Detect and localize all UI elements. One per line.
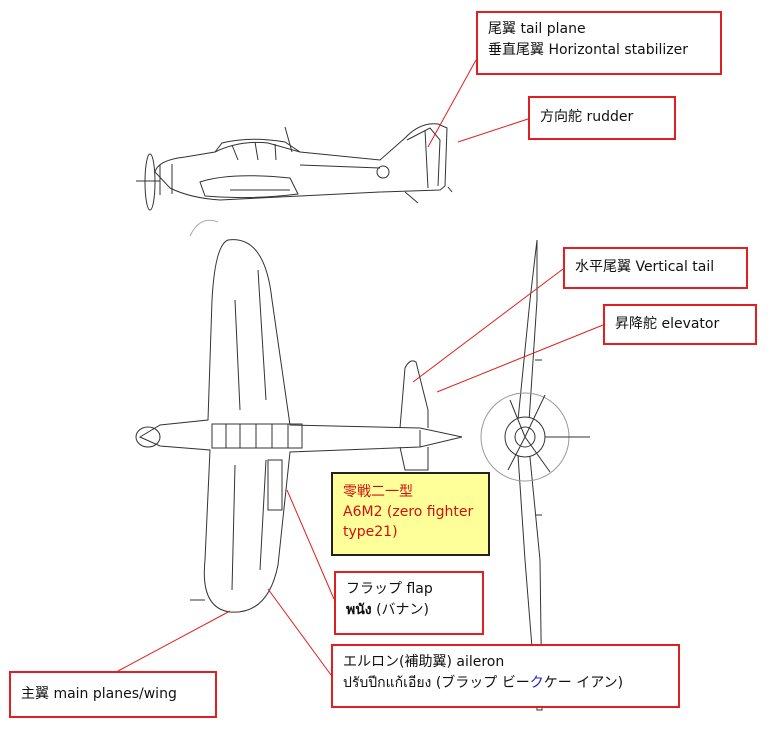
aircraft-title-box: 零戦二一型 A6M2 (zero fighter type21) (331, 472, 490, 556)
front-view (480, 239, 590, 711)
aircraft-title-japanese: 零戦二一型 (343, 484, 413, 500)
main-planes-label: 主翼 main planes/wing (9, 671, 217, 718)
aileron-text: エルロン(補助翼) aileron (343, 654, 505, 670)
top-view (135, 239, 463, 613)
rudder-text: 方向舵 rudder (540, 109, 634, 125)
elevator-label: 昇降舵 elevator (603, 304, 757, 345)
rudder-label: 方向舵 rudder (528, 96, 676, 140)
flap-thai-line: พนัง (バナン) (346, 600, 472, 621)
aileron-katakana-blue: ク (529, 675, 544, 691)
aileron-label: エルロン(補助翼) aileron ปรับปีกแก้เอียง (ブラップ … (331, 644, 680, 708)
aileron-thai-text: ปรับปีกแก้เอียง (343, 675, 432, 691)
side-view (136, 123, 453, 237)
flap-thai-text: พนัง (346, 602, 372, 618)
vertical-tail-label: 水平尾翼 Vertical tail (563, 247, 748, 289)
flap-text: フラップ flap (346, 581, 433, 597)
aileron-katakana-part2: ケー イアン) (543, 675, 624, 691)
horizontal-stabilizer-text: 垂直尾翼 Horizontal stabilizer (488, 42, 689, 58)
main-planes-text: 主翼 main planes/wing (21, 686, 177, 702)
flap-label: フラップ flap พนัง (バナン) (334, 571, 484, 635)
aircraft-title-english: A6M2 (zero fighter type21) (343, 504, 474, 540)
vertical-tail-text: 水平尾翼 Vertical tail (575, 259, 715, 275)
flap-katakana-text: (バナン) (371, 602, 430, 618)
aileron-katakana-part1: (ブラップ ビー (431, 675, 530, 691)
tail-plane-text: 尾翼 tail plane (488, 21, 586, 37)
tail-plane-label: 尾翼 tail plane 垂直尾翼 Horizontal stabilizer (476, 11, 722, 75)
elevator-text: 昇降舵 elevator (615, 316, 720, 332)
leader-lines (117, 59, 604, 676)
aileron-thai-line: ปรับปีกแก้เอียง (ブラップ ビークケー イアン) (343, 673, 668, 694)
